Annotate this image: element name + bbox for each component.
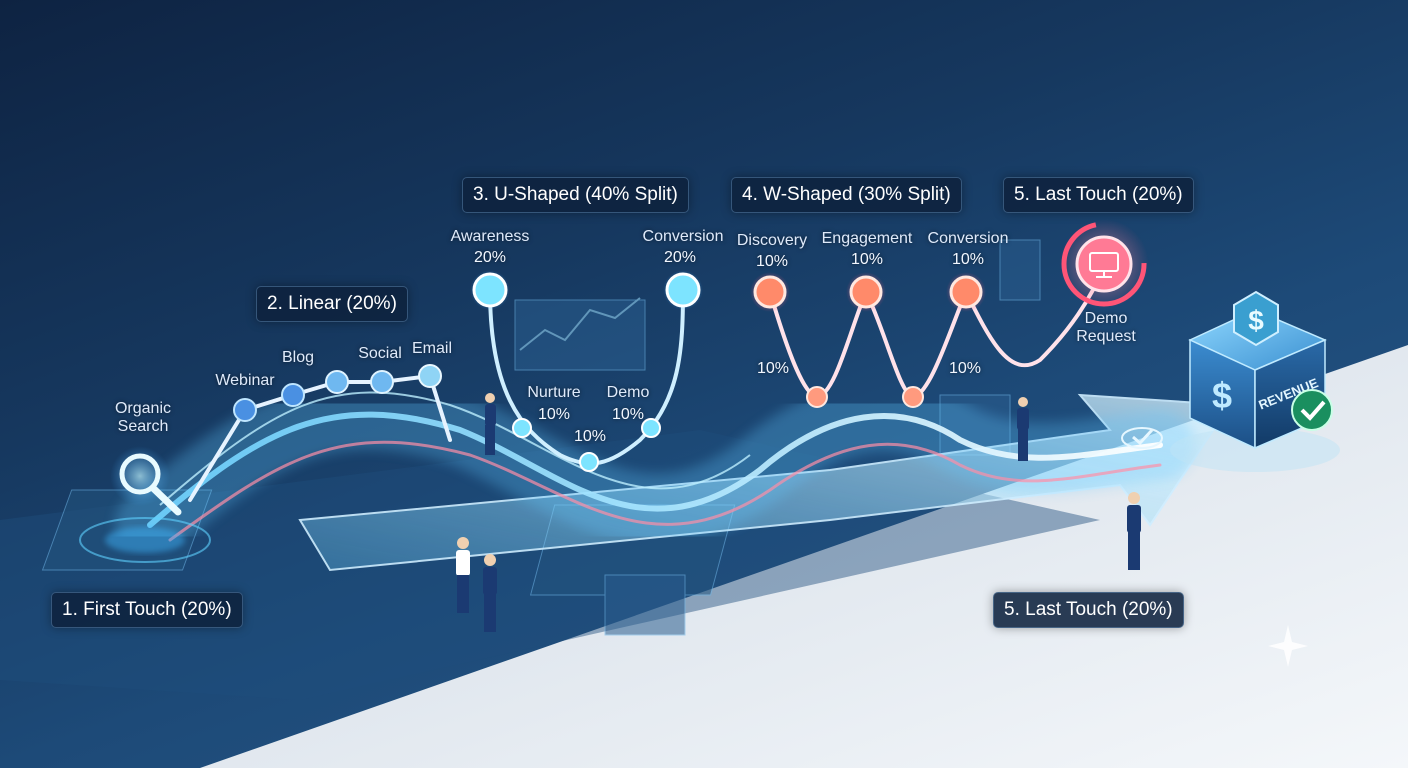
w-shaped-nodes: [750, 272, 986, 408]
label-nurture: Nurture: [527, 384, 581, 401]
journey-stream: [147, 411, 1163, 528]
badge-linear: 2. Linear (20%): [256, 286, 408, 322]
demo-request-target: [1059, 219, 1149, 309]
label-demo-request-line2: Request: [1076, 328, 1136, 345]
label-blog: Blog: [281, 349, 315, 366]
label-w-low-right-pct: 10%: [948, 360, 982, 377]
search-icon: [79, 446, 211, 563]
sparkle-icon: [1268, 625, 1308, 667]
badge-w-shaped: 4. W-Shaped (30% Split): [731, 177, 962, 213]
label-conversion-u-pct: 20%: [663, 249, 697, 266]
badge-last-touch-bottom: 5. Last Touch (20%): [993, 592, 1184, 628]
label-w-low-left-pct: 10%: [756, 360, 790, 377]
label-demo-request-line1: Demo: [1084, 310, 1128, 327]
label-demo-request: Demo Request: [1066, 310, 1146, 346]
badge-u-shaped: 3. U-Shaped (40% Split): [462, 177, 689, 213]
label-nurture-pct: 10%: [537, 406, 571, 423]
monitor-icon: [1089, 252, 1119, 278]
label-engagement: Engagement: [821, 230, 913, 247]
label-social: Social: [358, 345, 402, 362]
label-engagement-pct: 10%: [850, 251, 884, 268]
label-demo-pct: 10%: [611, 406, 645, 423]
label-awareness: Awareness: [450, 228, 530, 245]
journey-stream-inner: [159, 391, 751, 506]
dollar-icon-side: $: [1212, 375, 1232, 416]
revenue-cube: $ $ REVENUE: [1170, 290, 1340, 472]
label-discovery-pct: 10%: [755, 253, 789, 270]
journey-stream-accent: [168, 440, 1162, 542]
linear-nodes: [233, 364, 442, 422]
label-organic-search: Organic Search: [103, 400, 183, 436]
label-organic-line2: Search: [117, 418, 169, 435]
label-valley-pct: 10%: [573, 428, 607, 445]
check-icon: [1300, 400, 1326, 421]
person-figures: [456, 393, 1141, 632]
u-shaped-nodes: [470, 270, 703, 472]
label-email: Email: [411, 340, 452, 357]
label-conversion-w-pct: 10%: [951, 251, 985, 268]
label-conversion-u: Conversion: [642, 228, 724, 245]
dollar-icon: $: [1248, 305, 1264, 336]
label-webinar: Webinar: [215, 372, 275, 389]
label-discovery: Discovery: [736, 232, 808, 249]
badge-last-touch-top: 5. Last Touch (20%): [1003, 177, 1194, 213]
label-conversion-w: Conversion: [927, 230, 1009, 247]
label-demo: Demo: [606, 384, 650, 401]
label-organic-line1: Organic: [114, 400, 172, 417]
label-awareness-pct: 20%: [473, 249, 507, 266]
badge-first-touch: 1. First Touch (20%): [51, 592, 243, 628]
arrow-target-marker: [1121, 427, 1163, 449]
